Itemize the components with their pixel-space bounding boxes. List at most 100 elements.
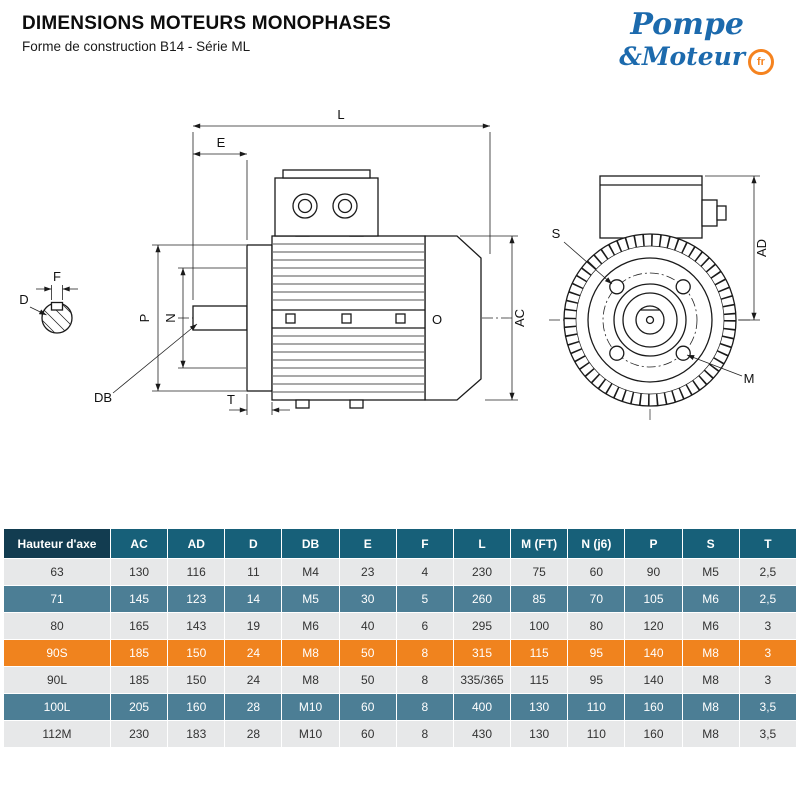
logo-text-moteur: &Moteur bbox=[619, 42, 745, 71]
dimension-value: M4 bbox=[281, 558, 340, 586]
dimension-value: 2,5 bbox=[738, 585, 798, 613]
dim-label-m: M bbox=[744, 371, 755, 386]
dimension-value: 116 bbox=[167, 558, 226, 586]
row-label: 71 bbox=[3, 585, 111, 613]
column-header: F bbox=[395, 528, 454, 559]
dimension-value: 100 bbox=[510, 612, 569, 640]
dimension-value: M8 bbox=[681, 720, 740, 748]
dimension-value: 183 bbox=[167, 720, 226, 748]
column-header: M (FT) bbox=[510, 528, 569, 559]
dim-label-s: S bbox=[552, 226, 561, 241]
column-header-hauteur-axe: Hauteur d'axe bbox=[3, 528, 111, 559]
logo-text-pompe: Pompe bbox=[630, 7, 744, 42]
dimension-value: M6 bbox=[281, 612, 340, 640]
dimension-value: 75 bbox=[510, 558, 569, 586]
motor-side-view bbox=[178, 169, 512, 409]
dimension-value: 85 bbox=[510, 585, 569, 613]
dim-label-e: E bbox=[217, 135, 226, 150]
dimension-value: 95 bbox=[567, 666, 626, 694]
dimension-value: 160 bbox=[624, 693, 683, 721]
row-label: 80 bbox=[3, 612, 111, 640]
dimension-value: 140 bbox=[624, 639, 683, 667]
dimension-value: 60 bbox=[338, 720, 397, 748]
dimension-value: 11 bbox=[224, 558, 283, 586]
dimension-value: 400 bbox=[452, 693, 512, 721]
dimension-value: 6 bbox=[395, 612, 454, 640]
dimension-value: 205 bbox=[109, 693, 169, 721]
column-header: L bbox=[452, 528, 512, 559]
dimension-value: 80 bbox=[567, 612, 626, 640]
flange-hole bbox=[609, 345, 625, 361]
logo: Pompe &Moteur fr bbox=[619, 7, 774, 75]
dimension-value: 3,5 bbox=[738, 693, 798, 721]
side-view-dimensions: L E P N DB T O bbox=[94, 107, 527, 415]
flange-hole bbox=[609, 279, 625, 295]
dim-label-o: O bbox=[432, 312, 442, 327]
dimension-value: 130 bbox=[510, 720, 569, 748]
dimension-value: 150 bbox=[167, 639, 226, 667]
dimension-value: 50 bbox=[338, 666, 397, 694]
dimension-value: 3,5 bbox=[738, 720, 798, 748]
dimension-value: M8 bbox=[681, 639, 740, 667]
dimension-value: 8 bbox=[395, 693, 454, 721]
flange-hole bbox=[675, 279, 691, 295]
shaft-section-detail: F D bbox=[19, 269, 78, 334]
dimension-value: 123 bbox=[167, 585, 226, 613]
row-label: 112M bbox=[3, 720, 111, 748]
dim-label-d: D bbox=[19, 292, 28, 307]
dimension-value: 24 bbox=[224, 639, 283, 667]
terminal-box-front bbox=[599, 175, 703, 239]
dimension-value: 115 bbox=[510, 639, 569, 667]
dimension-value: 430 bbox=[452, 720, 512, 748]
row-label: 100L bbox=[3, 693, 111, 721]
dimension-value: 5 bbox=[395, 585, 454, 613]
dimension-value: 28 bbox=[224, 693, 283, 721]
page-title: DIMENSIONS MOTEURS MONOPHASES bbox=[22, 13, 391, 34]
dimension-value: 160 bbox=[624, 720, 683, 748]
dimension-value: 185 bbox=[109, 639, 169, 667]
dimension-value: 105 bbox=[624, 585, 683, 613]
cooling-fins bbox=[273, 243, 424, 393]
dimension-value: M5 bbox=[681, 558, 740, 586]
dim-label-p: P bbox=[137, 314, 152, 323]
page-subtitle: Forme de construction B14 - Série ML bbox=[22, 39, 251, 54]
dimension-value: 40 bbox=[338, 612, 397, 640]
dimension-value: 3 bbox=[738, 612, 798, 640]
dimension-value: 150 bbox=[167, 666, 226, 694]
technical-drawing: F D bbox=[0, 88, 800, 448]
keyway bbox=[50, 301, 64, 311]
dimension-value: M6 bbox=[681, 612, 740, 640]
column-header: E bbox=[338, 528, 397, 559]
dimension-value: M6 bbox=[681, 585, 740, 613]
dimension-value: 3 bbox=[738, 666, 798, 694]
logo-fr-badge: fr bbox=[748, 49, 774, 75]
dimension-value: 110 bbox=[567, 720, 626, 748]
dimension-value: 30 bbox=[338, 585, 397, 613]
dimension-value: 130 bbox=[510, 693, 569, 721]
dimension-value: 260 bbox=[452, 585, 512, 613]
dimension-value: 95 bbox=[567, 639, 626, 667]
dimension-value: 28 bbox=[224, 720, 283, 748]
dimension-value: 14 bbox=[224, 585, 283, 613]
motor-drawing-svg: F D bbox=[19, 107, 769, 422]
column-header: AD bbox=[167, 528, 226, 559]
column-header: D bbox=[224, 528, 283, 559]
row-label: 63 bbox=[3, 558, 111, 586]
dimension-value: 8 bbox=[395, 639, 454, 667]
dimension-value: 295 bbox=[452, 612, 512, 640]
dimension-value: 110 bbox=[567, 693, 626, 721]
front-view-dimensions: S AD M bbox=[552, 175, 769, 386]
row-label: 90S bbox=[3, 639, 111, 667]
dimension-value: 3 bbox=[738, 639, 798, 667]
fin-ring bbox=[564, 234, 736, 406]
terminal-box-side bbox=[274, 177, 379, 237]
motor-front-view bbox=[549, 175, 751, 422]
column-header: S bbox=[681, 528, 740, 559]
